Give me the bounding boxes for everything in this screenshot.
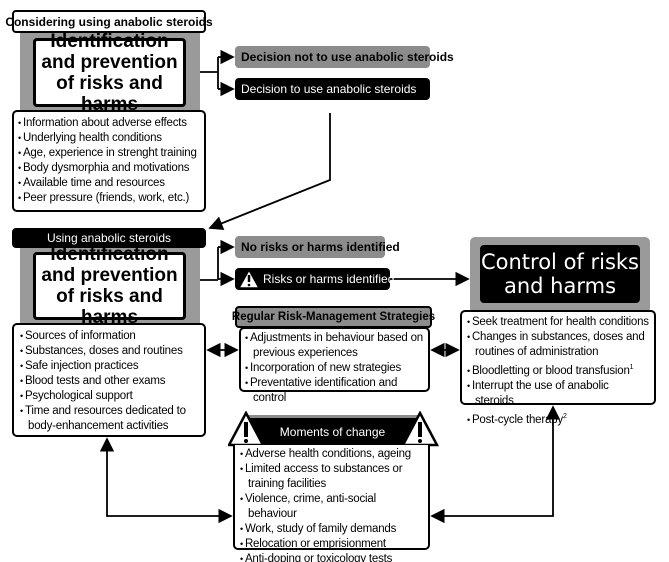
- list-item-text: Post-cycle therapy: [471, 413, 563, 426]
- decision-to-use: Decision to use anabolic steroids: [235, 78, 430, 100]
- footnote-marker: 1: [629, 364, 634, 371]
- warning-icon-right: [402, 411, 440, 447]
- list-item: Adverse health conditions, ageing: [240, 447, 423, 462]
- control-title: Control of risks and harms: [480, 245, 640, 303]
- risks-identified: Risks or harms identified: [235, 268, 394, 290]
- arrow-decision-to-using: [208, 113, 331, 231]
- list-item: Incorporation of new strategies: [245, 361, 424, 376]
- warning-icon: [237, 268, 261, 289]
- moments-header: Moments of change: [245, 415, 420, 445]
- list-item: Peer pressure (friends, work, etc.): [18, 191, 200, 206]
- list-item: Psychological support: [20, 389, 198, 404]
- list-item: Post-cycle therapy2: [467, 409, 649, 428]
- list-item: Interrupt the use of anabolic steroids: [467, 379, 649, 409]
- arrow-stage2-moments: [99, 437, 233, 524]
- list-item: Substances, doses and routines: [20, 344, 198, 359]
- list-item: Violence, crime, anti-social behaviour: [240, 492, 423, 522]
- list-item: Blood tests and other exams: [20, 374, 198, 389]
- strategies-list: Adjustments in behaviour based on previo…: [239, 327, 430, 404]
- control-list: Seek treatment for health conditions Cha…: [460, 310, 656, 426]
- list-item: Time and resources dedicated to body-enh…: [20, 404, 198, 434]
- stage1-header: Considering using anabolic steroids: [5, 10, 213, 33]
- list-item: Limited access to substances or training…: [240, 462, 423, 492]
- stage2-header: Using anabolic steroids: [12, 228, 206, 248]
- list-item-text: Bloodletting or blood transfusion: [471, 364, 630, 377]
- moments-list: Adverse health conditions, ageing Limite…: [233, 445, 430, 562]
- list-item: Changes in substances, doses and routine…: [467, 330, 649, 360]
- list-item: Relocation or emprisionment: [240, 537, 423, 552]
- list-item: Age, experience in strenght training: [18, 146, 200, 161]
- list-item: Preventative identification and control: [245, 376, 424, 406]
- list-item: Anti-doping or toxicology tests: [240, 552, 423, 562]
- list-item: Information about adverse effects: [18, 116, 200, 131]
- list-item: Safe injection practices: [20, 359, 198, 374]
- risks-identified-label: Risks or harms identified: [263, 272, 395, 286]
- list-item: Sources of information: [20, 329, 198, 344]
- arrow-control-moments: [430, 405, 561, 524]
- stage2-title: Identification and prevention of risks a…: [33, 244, 186, 328]
- list-item: Seek treatment for health conditions: [467, 315, 649, 330]
- stage1-title: Identification and prevention of risks a…: [33, 31, 186, 115]
- decision-not-to-use: Decision not to use anabolic steroids: [235, 46, 454, 68]
- warning-icon-left: [228, 411, 266, 447]
- stage2-list: Sources of information Substances, doses…: [12, 323, 206, 437]
- list-item: Bloodletting or blood transfusion1: [467, 360, 649, 379]
- list-item: Underlying health conditions: [18, 131, 200, 146]
- stage1-list: Information about adverse effects Underl…: [12, 110, 206, 212]
- list-item: Body dysmorphia and motivations: [18, 161, 200, 176]
- list-item: Work, study of family demands: [240, 522, 423, 537]
- list-item: Available time and resources: [18, 176, 200, 191]
- footnote-marker: 2: [562, 412, 567, 420]
- no-risks-identified: No risks or harms identified: [235, 236, 400, 258]
- list-item: Adjustments in behaviour based on previo…: [245, 331, 424, 361]
- strategies-header: Regular Risk-Management Strategies: [232, 306, 435, 328]
